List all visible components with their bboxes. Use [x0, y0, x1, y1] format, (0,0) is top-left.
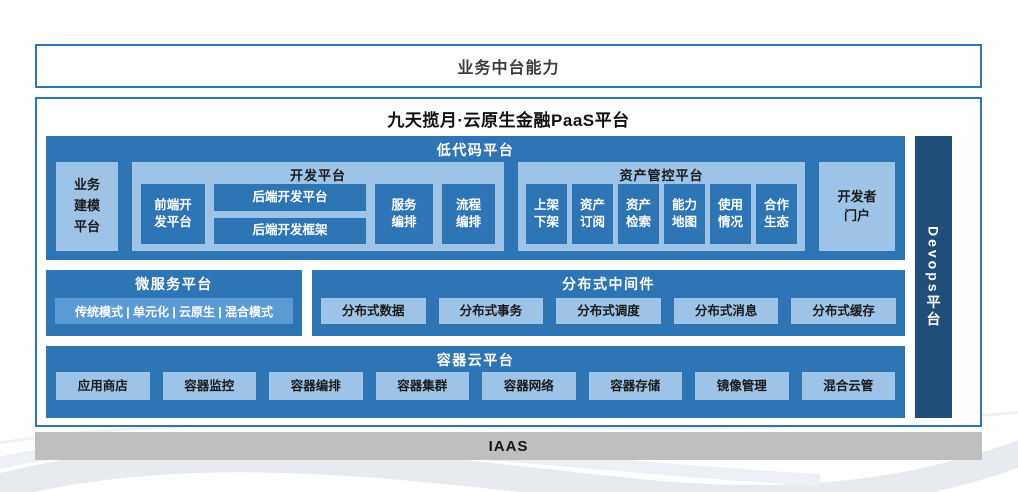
middleware-row: 分布式数据 分布式事务 分布式调度 分布式消息 分布式缓存: [321, 298, 896, 324]
box-distributed-transaction: 分布式事务: [438, 298, 544, 324]
asset-platform-title: 资产管控平台: [619, 168, 704, 183]
box-distributed-data: 分布式数据: [321, 298, 426, 324]
section-low-code-platform: 低代码平台 业务 建模 平台 开发平台 前端开 发平台 后端开发平台 后端开发框…: [46, 136, 905, 260]
box-backend-dev-framework: 后端开发框架: [214, 217, 366, 244]
devops-platform-bar: Devops平台: [915, 136, 952, 418]
paas-platform-container: 九天揽月·云原生金融PaaS平台 低代码平台 业务 建模 平台 开发平台 前端开…: [35, 97, 982, 427]
box-usage-status: 使用 情况: [710, 184, 751, 244]
box-distributed-scheduling: 分布式调度: [556, 298, 661, 324]
box-container-network: 容器网络: [482, 372, 576, 400]
box-cooperation-ecosystem: 合作 生态: [756, 184, 797, 244]
box-distributed-message: 分布式消息: [673, 298, 779, 324]
box-distributed-cache: 分布式缓存: [791, 298, 896, 324]
box-container-orchestration: 容器编排: [269, 372, 363, 400]
section-microservice-platform: 微服务平台 传统模式 | 单元化 | 云原生 | 混合模式: [46, 270, 302, 336]
container-cloud-title: 容器云平台: [436, 352, 515, 368]
box-hybrid-cloud-management: 混合云管: [801, 372, 895, 400]
box-app-store: 应用商店: [56, 372, 150, 400]
asset-platform-row: 上架 下架 资产 订阅 资产 检索 能力 地图 使用 情况 合作 生态: [526, 184, 797, 244]
box-frontend-dev-platform: 前端开 发平台: [141, 184, 205, 244]
banner-business-midplatform: 业务中台能力: [35, 44, 982, 88]
box-developer-portal: 开发者 门户: [819, 162, 895, 251]
box-asset-subscription: 资产 订阅: [572, 184, 613, 244]
box-backend-dev-platform: 后端开发平台: [214, 184, 366, 211]
section-container-cloud-platform: 容器云平台 应用商店 容器监控 容器编排 容器集群 容器网络 容器存储 镜像管理…: [46, 346, 905, 418]
section-distributed-middleware: 分布式中间件 分布式数据 分布式事务 分布式调度 分布式消息 分布式缓存: [312, 270, 905, 336]
box-microservice-modes: 传统模式 | 单元化 | 云原生 | 混合模式: [55, 298, 293, 324]
box-business-modeling-platform: 业务 建模 平台: [56, 162, 118, 251]
low-code-content-row: 业务 建模 平台 开发平台 前端开 发平台 后端开发平台 后端开发框架 服务 编…: [56, 162, 895, 251]
backend-column: 后端开发平台 后端开发框架: [214, 184, 366, 244]
iaas-label: IAAS: [488, 437, 529, 455]
box-image-management: 镜像管理: [695, 372, 789, 400]
box-process-orchestration: 流程 编排: [442, 184, 495, 244]
devops-label: Devops平台: [925, 225, 942, 329]
box-asset-search: 资产 检索: [618, 184, 659, 244]
microservice-title: 微服务平台: [135, 276, 213, 292]
banner-label: 业务中台能力: [457, 60, 560, 77]
box-service-orchestration: 服务 编排: [375, 184, 433, 244]
dev-platform-row: 前端开 发平台 后端开发平台 后端开发框架 服务 编排 流程 编排: [141, 184, 495, 244]
container-cloud-row: 应用商店 容器监控 容器编排 容器集群 容器网络 容器存储 镜像管理 混合云管: [56, 372, 895, 400]
box-shelf-unshelf: 上架 下架: [526, 184, 567, 244]
group-asset-control-platform: 资产管控平台 上架 下架 资产 订阅 资产 检索 能力 地图 使用 情况 合作 …: [518, 162, 805, 251]
middleware-title: 分布式中间件: [562, 276, 655, 292]
box-capability-map: 能力 地图: [664, 184, 705, 244]
box-container-storage: 容器存储: [588, 372, 682, 400]
platform-title: 九天揽月·云原生金融PaaS平台: [387, 111, 630, 130]
box-container-monitoring: 容器监控: [162, 372, 256, 400]
low-code-title: 低代码平台: [436, 142, 515, 158]
dev-platform-title: 开发平台: [289, 168, 346, 183]
group-dev-platform: 开发平台 前端开 发平台 后端开发平台 后端开发框架 服务 编排 流程 编排: [132, 162, 504, 251]
box-container-cluster: 容器集群: [375, 372, 469, 400]
iaas-bar: IAAS: [35, 432, 982, 460]
